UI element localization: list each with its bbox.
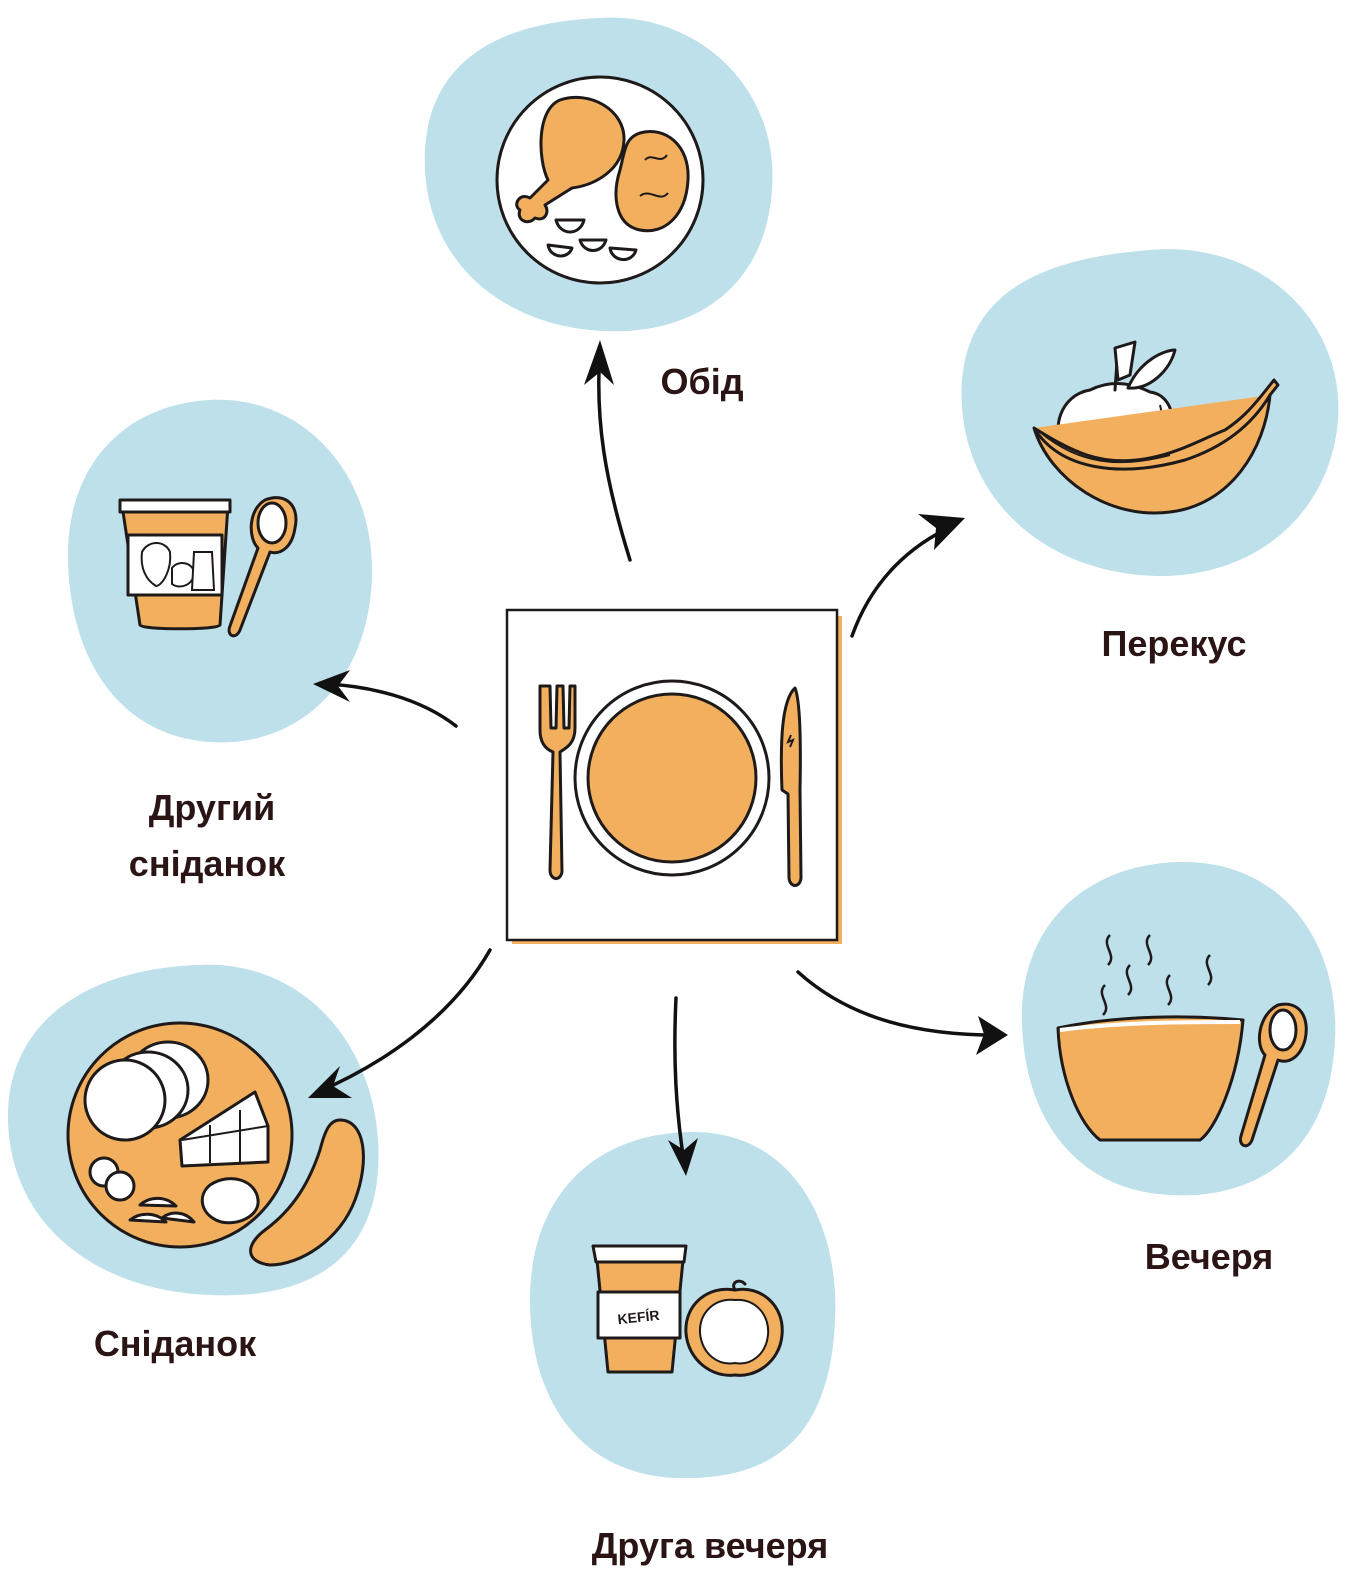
label-perekus: Перекус — [1101, 623, 1247, 664]
label-obid: Обід — [660, 361, 744, 402]
label-druhyi-snidanok-line2: сніданок — [128, 843, 286, 884]
label-druha-vecheria: Друга вечеря — [591, 1525, 829, 1566]
arrow-to-druhyi-snidanok — [313, 670, 458, 728]
label-vecheria: Вечеря — [1144, 1236, 1274, 1277]
label-snidanok: Сніданок — [93, 1323, 257, 1364]
pepper-icon — [200, 1177, 260, 1225]
arrow-to-vecheria — [796, 970, 1008, 1055]
arrow-to-snidanok — [308, 948, 492, 1098]
bowl-icon — [1056, 1015, 1245, 1142]
kefir-apple-icon: KEFÍR — [591, 1244, 784, 1377]
lunch-plate-icon — [495, 75, 705, 285]
dinner-bowl-icon — [1056, 934, 1308, 1148]
breakfast-board-icon — [66, 1021, 365, 1267]
fork-icon — [538, 684, 577, 880]
knife-icon — [779, 686, 803, 887]
arrow-to-druha-vecheria — [668, 996, 698, 1176]
blob-druha-vecheria — [530, 1131, 836, 1479]
kefir-label: KEFÍR — [617, 1307, 660, 1327]
chicken-leg-icon — [515, 95, 626, 224]
cheese-icon — [178, 1090, 270, 1168]
melon-slice-icon — [249, 1118, 365, 1267]
label-druhyi-snidanok-line1: Другий — [148, 787, 276, 828]
yogurt-spoon-icon — [118, 496, 298, 638]
place-setting-icon — [505, 608, 842, 944]
arrow-to-perekus — [850, 514, 965, 638]
banana-icon — [1032, 378, 1280, 515]
plate-icon — [586, 692, 758, 864]
arrow-to-obid — [584, 340, 632, 562]
snack-apple-banana-icon — [1032, 340, 1280, 515]
potato-icon — [614, 130, 690, 233]
